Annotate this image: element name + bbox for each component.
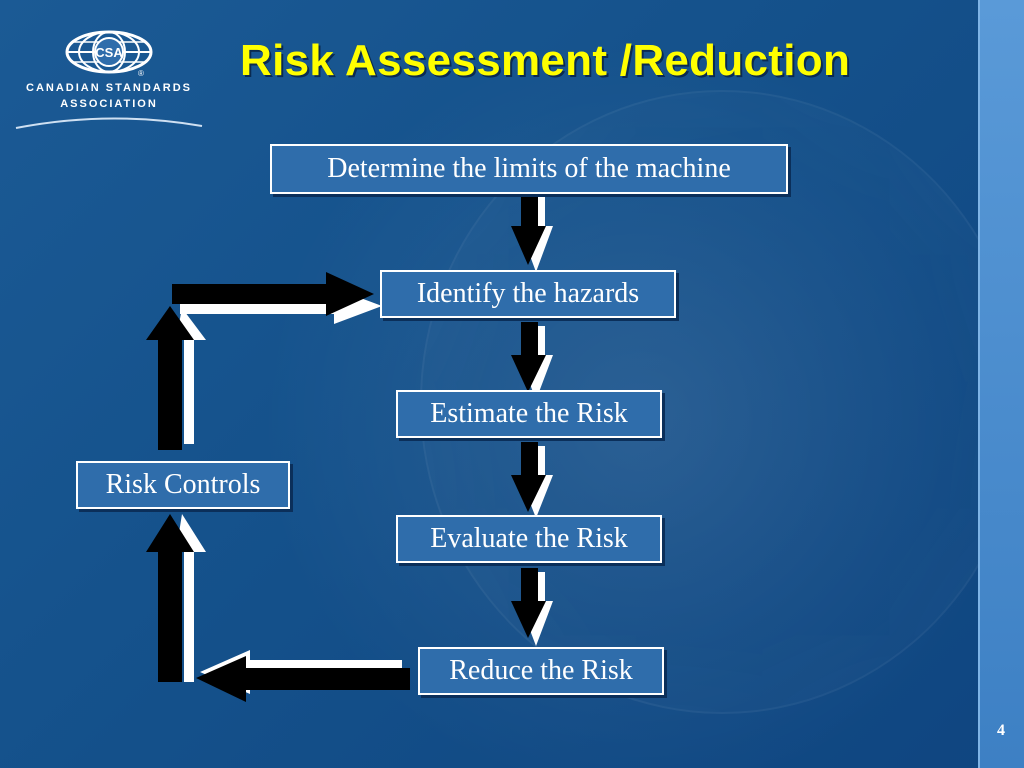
arrow-up-upper [146, 306, 206, 450]
arrow-down-1 [511, 194, 553, 272]
step-reduce-risk: Reduce the Risk [418, 647, 664, 695]
right-accent-strip [978, 0, 1024, 768]
step-evaluate-risk: Evaluate the Risk [396, 515, 662, 563]
svg-text:®: ® [138, 69, 144, 78]
page-number: 4 [997, 722, 1005, 739]
risk-controls-box: Risk Controls [76, 461, 290, 509]
logo-name-line1: CANADIAN STANDARDS [26, 82, 192, 94]
step-determine-limits: Determine the limits of the machine [270, 144, 788, 194]
arrow-down-3 [511, 442, 553, 518]
step-estimate-risk: Estimate the Risk [396, 390, 662, 438]
svg-text:CSA: CSA [95, 45, 123, 60]
logo-swoosh [15, 117, 203, 129]
arrow-down-4 [511, 568, 553, 646]
slide-title: Risk Assessment /Reduction [240, 36, 851, 85]
step-identify-hazards: Identify the hazards [380, 270, 676, 318]
arrow-right-top [172, 272, 382, 324]
arrow-up-lower [146, 514, 206, 682]
csa-logo: CSA ® [15, 30, 203, 129]
logo-name-line2: ASSOCIATION [60, 98, 158, 110]
arrow-down-2 [511, 322, 553, 400]
csa-globe-icon: CSA [65, 30, 153, 74]
arrow-left-bottom [196, 650, 410, 702]
